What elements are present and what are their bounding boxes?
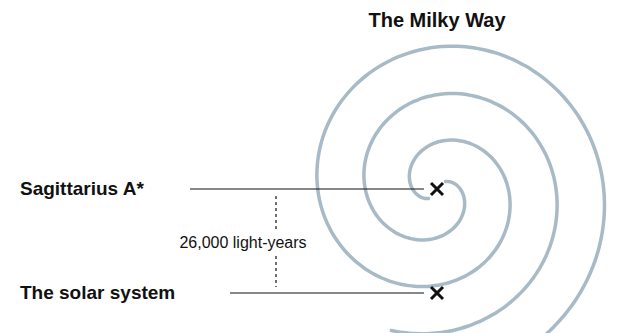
leader-line — [190, 188, 424, 189]
spiral-arm — [317, 46, 605, 333]
object-label: Sagittarius A* — [20, 178, 144, 200]
title: The Milky Way — [368, 9, 505, 32]
object-label: The solar system — [20, 282, 175, 304]
sun-mark — [431, 287, 443, 299]
spiral-arm — [364, 93, 557, 333]
spiral-arms — [317, 46, 605, 333]
distance-label: 26,000 light-years — [176, 232, 309, 254]
center-mark — [431, 183, 443, 195]
leader-line — [230, 292, 424, 293]
